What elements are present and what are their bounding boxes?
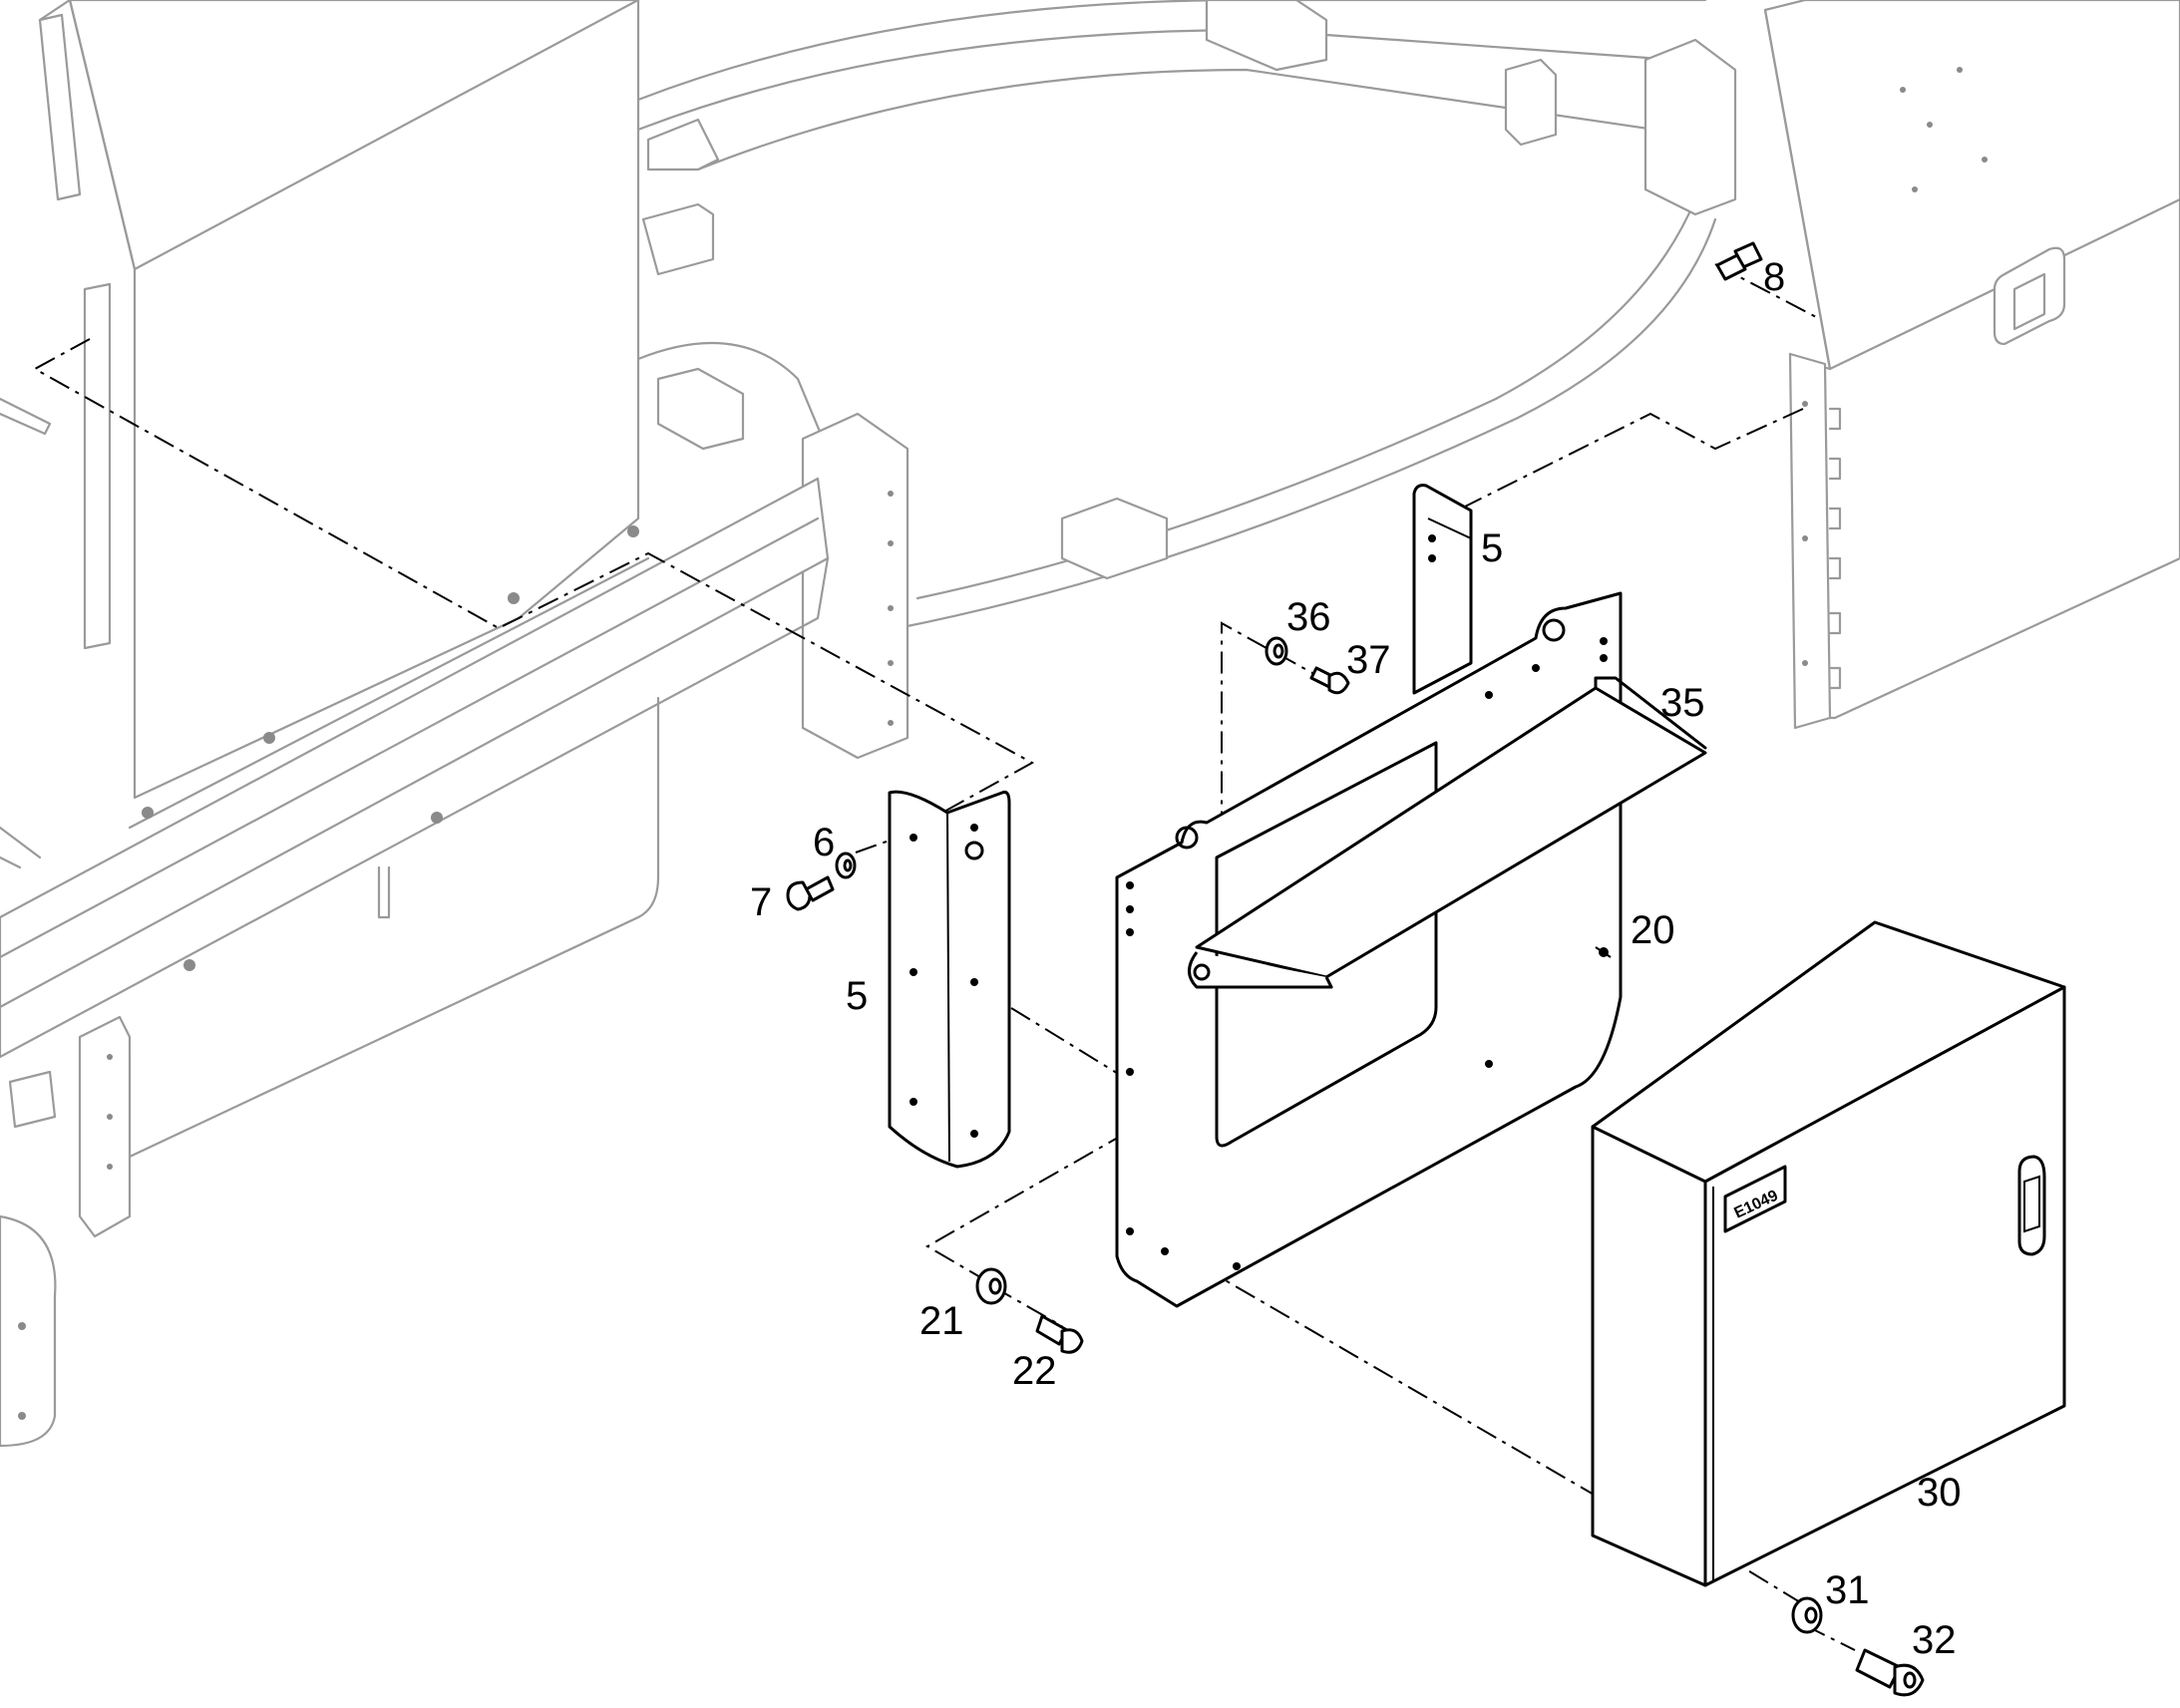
washer-36 — [1265, 636, 1288, 666]
callout-22: 22 — [1012, 1349, 1057, 1393]
callout-36: 36 — [1286, 595, 1331, 639]
enclosure-part-30: E1049 — [1591, 920, 2066, 1587]
bracket-part-5-lower — [888, 790, 1011, 1169]
washer-6 — [835, 852, 857, 879]
callout-31: 31 — [1825, 1568, 1870, 1612]
callout-6: 6 — [813, 821, 835, 864]
bolt-37 — [1309, 666, 1350, 695]
washer-21 — [975, 1267, 1007, 1305]
bolt-7 — [786, 875, 835, 911]
bracket-part-5-upper — [1412, 484, 1473, 695]
callout-35: 35 — [1660, 681, 1705, 725]
fastener-8 — [1715, 241, 1763, 281]
callout-8: 8 — [1763, 255, 1785, 299]
bolt-32 — [1855, 1648, 1925, 1697]
callout-7: 7 — [750, 880, 772, 924]
shelf-part-35 — [1188, 676, 1707, 989]
callout-labels: 8 5 36 37 35 6 7 5 20 21 22 30 31 32 — [750, 255, 1962, 1662]
toolbox-background — [1763, 0, 2180, 730]
callout-21: 21 — [919, 1299, 964, 1343]
callout-32: 32 — [1912, 1618, 1957, 1662]
callout-37: 37 — [1346, 638, 1391, 682]
callout-5-upper: 5 — [1481, 526, 1503, 570]
callout-20: 20 — [1631, 908, 1675, 952]
bolt-22 — [1035, 1314, 1084, 1354]
washer-31 — [1791, 1596, 1823, 1634]
callout-30: 30 — [1917, 1471, 1962, 1515]
machine-frame-background — [0, 0, 1737, 1448]
callout-5-lower: 5 — [846, 974, 868, 1018]
